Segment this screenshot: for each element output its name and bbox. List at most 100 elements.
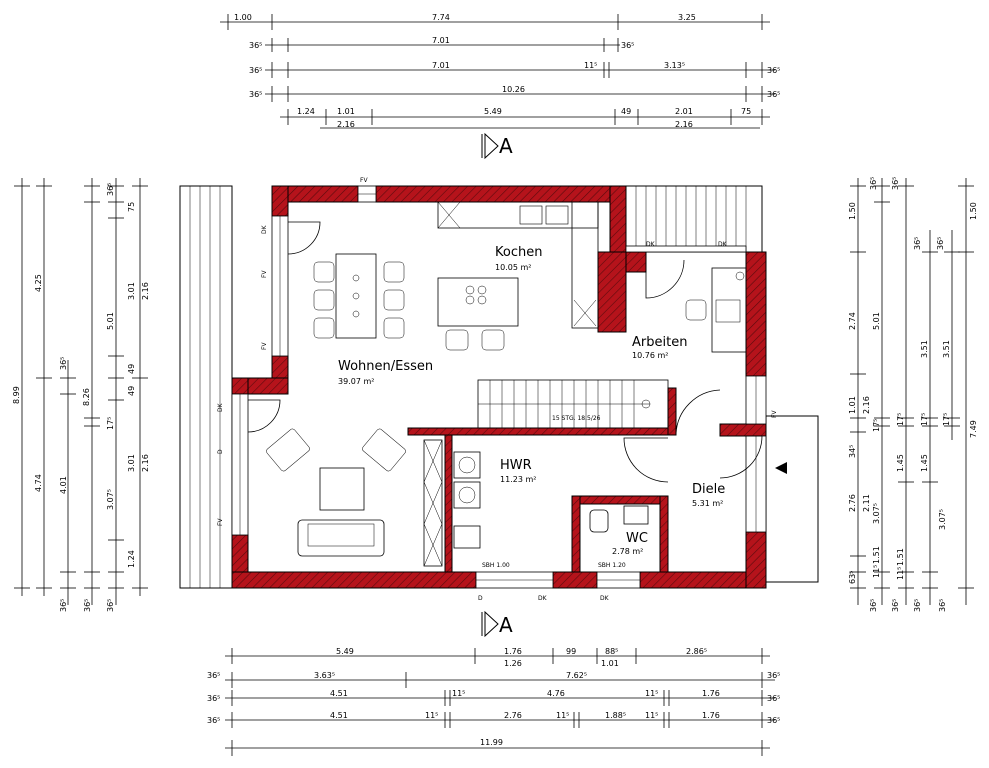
- dim-bot-5-f: 1.88⁵: [605, 711, 626, 720]
- doors: [247, 221, 763, 483]
- room-name: WC: [626, 531, 648, 546]
- dim-left-5-f: 3.01: [127, 454, 136, 472]
- svg-text:DK: DK: [538, 595, 548, 602]
- dim-right-1-a: 36⁵: [869, 177, 878, 190]
- dim-bot-2-b: 1.01: [601, 659, 619, 668]
- dim-bot-4-b: 4.51: [330, 689, 348, 698]
- left-dimensions: 8.99 4.25 4.74 36⁵ 8.26 4.01 36⁵ 5.01 17…: [12, 178, 150, 612]
- dim-right-2-i: 36⁵: [891, 599, 900, 612]
- svg-text:DK: DK: [217, 402, 224, 412]
- hwr-appliances: [453, 451, 481, 549]
- dim-right-2-a: 1.50: [848, 202, 857, 220]
- dim-top-3-a: 36⁵: [249, 66, 262, 75]
- dim-left-5-d: 49: [127, 364, 136, 374]
- dim-right-4-b: 3.51: [920, 340, 929, 358]
- dim-right-1-d: 34⁵: [848, 445, 857, 458]
- svg-text:D: D: [217, 449, 224, 454]
- room-name: Kochen: [495, 245, 542, 260]
- svg-text:A: A: [499, 134, 513, 158]
- dim-left-5-h: 36⁵: [106, 599, 115, 612]
- svg-text:SBH 1.20: SBH 1.20: [598, 562, 626, 569]
- dim-top-5-d: 49: [621, 107, 631, 116]
- svg-text:SBH 1.00: SBH 1.00: [482, 562, 510, 569]
- dim-left-4-c: 3.07⁵: [106, 489, 115, 510]
- dim-right-1-e: 2.76: [848, 494, 857, 512]
- dim-right-2-h: 11⁵: [872, 565, 881, 578]
- dim-right-3-a: 36⁵: [891, 177, 900, 190]
- dim-right-2-b: 5.01: [872, 312, 881, 330]
- room-area: 5.31 m²: [692, 499, 723, 508]
- dim-bot-6-a: 11.99: [480, 738, 503, 747]
- windows: [231, 185, 767, 589]
- room-wc: WC 2.78 m²: [612, 531, 648, 556]
- dim-right-4-d: 1.45: [920, 454, 929, 472]
- dim-left-3-a: 36⁵: [59, 357, 68, 370]
- dim-left-5-b: 75: [127, 202, 136, 212]
- svg-text:FV: FV: [217, 518, 224, 526]
- dim-left-3-c: 4.01: [59, 476, 68, 494]
- wc-fixtures: [589, 505, 649, 533]
- plan-labels: FV DK FV FV DK D FV D DK DK DK DK FV SBH…: [217, 177, 778, 602]
- bottom-dimensions: 5.49 1.76 99 88⁵ 2.86⁵ 1.26 1.01 36⁵ 3.6…: [207, 647, 780, 756]
- dim-top-4-c: 36⁵: [767, 90, 780, 99]
- svg-text:FV: FV: [261, 270, 268, 278]
- svg-text:DK: DK: [646, 241, 656, 248]
- dim-right-2-d: 17⁵: [872, 419, 881, 432]
- dim-bot-5-a: 36⁵: [207, 716, 220, 725]
- dim-right-1-c: 1.01: [848, 396, 857, 414]
- kitchen-counter: [437, 201, 599, 329]
- svg-text:FV: FV: [360, 177, 368, 184]
- room-name: Diele: [692, 482, 725, 497]
- dim-top-1-b: 7.74: [432, 13, 450, 22]
- room-area: 10.05 m²: [495, 263, 531, 272]
- dim-bot-4-a: 36⁵: [207, 694, 220, 703]
- dim-bot-5-d: 2.76: [504, 711, 522, 720]
- dim-right-4-a: 36⁵: [913, 237, 922, 250]
- room-area: 11.23 m²: [500, 475, 536, 484]
- svg-text:FV: FV: [261, 342, 268, 350]
- dim-left-5-g: 1.24: [127, 550, 136, 568]
- dim-right-5-c: 17⁵: [942, 413, 951, 426]
- dim-left-4-a: 5.01: [106, 312, 115, 330]
- room-kochen: Kochen 10.05 m²: [495, 245, 542, 272]
- dim-bot-1-b: 1.76: [504, 647, 522, 656]
- dim-right-2-e: 2.11: [862, 494, 871, 512]
- dim-left-5-c: 3.01: [127, 282, 136, 300]
- dim-left-2-b: 4.74: [34, 474, 43, 492]
- dim-bot-1-a: 5.49: [336, 647, 354, 656]
- room-hwr: HWR 11.23 m²: [500, 458, 536, 484]
- dim-top-5-b: 1.01: [337, 107, 355, 116]
- svg-text:FV: FV: [771, 410, 778, 418]
- terrace-left: [179, 185, 233, 589]
- dim-right-5-a: 36⁵: [936, 237, 945, 250]
- dim-top-6-a: 2.16: [337, 120, 355, 129]
- walls: [231, 185, 767, 589]
- dim-top-5-a: 1.24: [297, 107, 315, 116]
- dim-bot-5-i: 36⁵: [767, 716, 780, 725]
- dim-right-5-b: 3.51: [942, 340, 951, 358]
- svg-text:A: A: [499, 613, 513, 637]
- dim-right-3-c: 1.45: [896, 454, 905, 472]
- room-diele: Diele 5.31 m²: [692, 482, 725, 508]
- dim-bot-3-c: 7.62⁵: [566, 671, 587, 680]
- dim-right-2-f: 3.07⁵: [872, 503, 881, 524]
- dim-right-1-g: 36⁵: [869, 599, 878, 612]
- room-arbeiten: Arbeiten 10.76 m²: [632, 335, 687, 360]
- dim-right-4-c: 17⁵: [920, 413, 929, 426]
- dim-top-3-b: 7.01: [432, 61, 450, 70]
- stair-label: 15 STG. 18.5/26: [552, 415, 601, 422]
- entrance-canopy: [765, 415, 819, 583]
- dim-top-1-a: 1.00: [234, 13, 252, 22]
- top-dimensions: 1.00 7.74 3.25 36⁵ 7.01 36⁵ 36⁵ 7.01 11⁵…: [220, 13, 780, 129]
- dim-top-3-d: 3.13⁵: [664, 61, 685, 70]
- dim-bot-5-b: 4.51: [330, 711, 348, 720]
- dim-bot-1-d: 88⁵: [605, 647, 618, 656]
- room-area: 2.78 m²: [612, 547, 643, 556]
- dim-right-4-f: 36⁵: [938, 599, 947, 612]
- staircase: 15 STG. 18.5/26: [477, 379, 669, 429]
- dim-top-5-f: 75: [741, 107, 751, 116]
- dim-bot-5-c: 11⁵: [425, 711, 438, 720]
- section-marker-top: A: [481, 132, 513, 160]
- room-name: Arbeiten: [632, 335, 687, 350]
- dim-left-6-b: 2.16: [141, 454, 150, 472]
